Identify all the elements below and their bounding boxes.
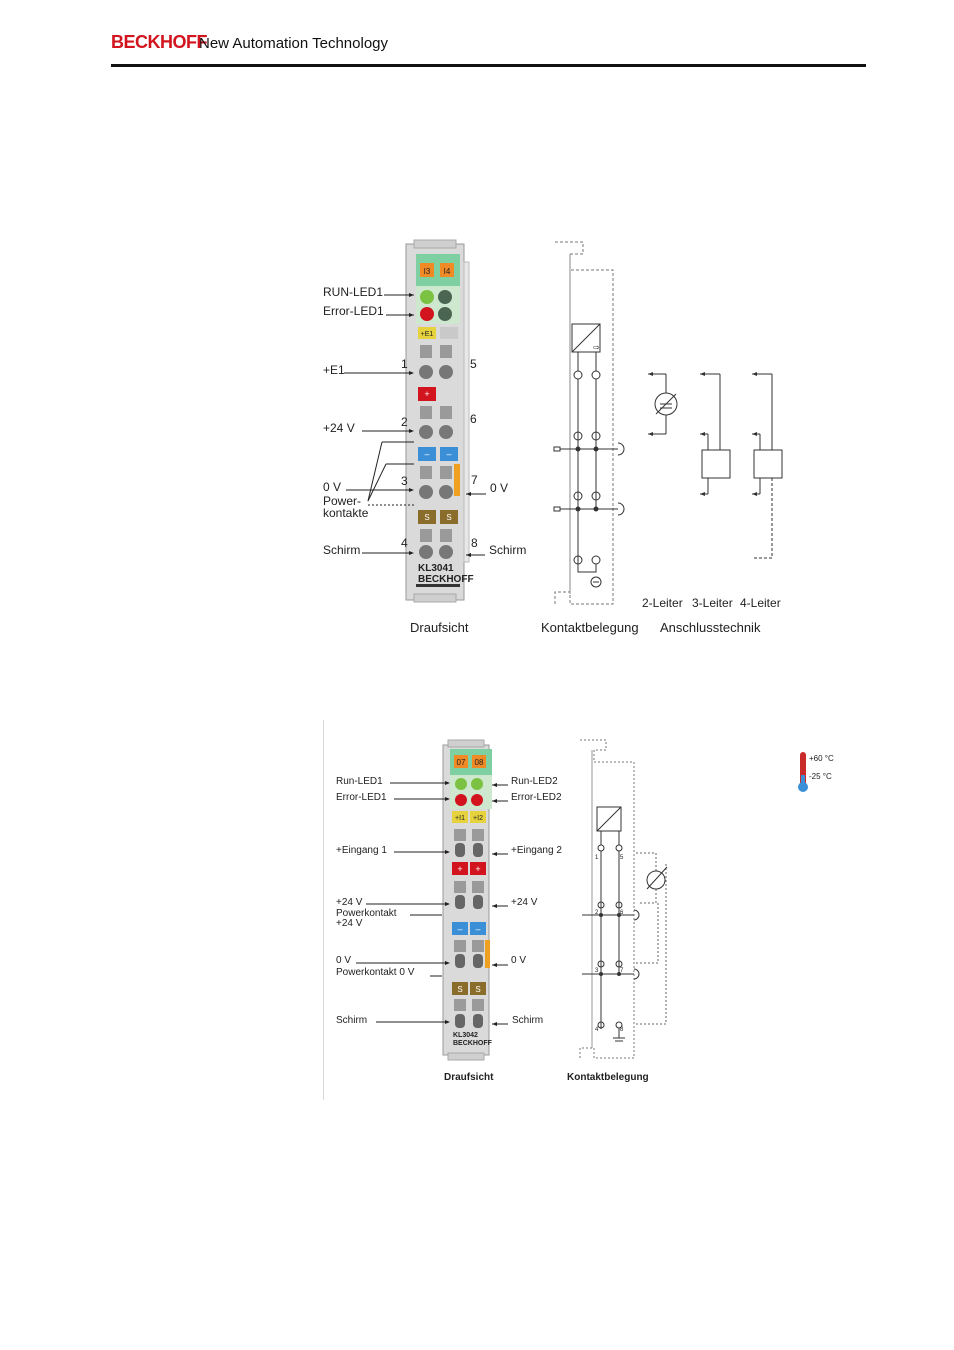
label-error-led2: Error-LED2 [511,792,562,803]
tab-i3: I3 [424,267,431,276]
label-0v-left: 0 V [336,955,351,966]
terminal-kl3042: 07 08 +I1 +I2 + + – – S S KL3042 BECKHOF… [442,739,493,1061]
pin2-7: 7 [620,968,624,974]
label-run-led2: Run-LED2 [511,776,558,787]
tab-e1: +E1 [421,331,434,338]
pin2-3: 3 [595,968,599,974]
pin2-6: 6 [620,910,624,916]
tab-08: 08 [475,758,484,767]
tab-shield-2: S [446,513,451,522]
label-0v-right-2: 0 V [511,955,526,966]
temp-max: +60 °C [809,754,834,763]
pin-4: 4 [401,536,408,550]
label-2-leiter: 2-Leiter [642,596,683,610]
caption-kontaktbelegung-2: Kontaktbelegung [567,1072,649,1083]
label-24v: +24 V [323,421,355,435]
label-e1: +E1 [323,363,345,377]
caption-kontaktbelegung-1: Kontaktbelegung [541,620,639,635]
run-led-1 [420,290,434,304]
error-led1 [455,794,467,806]
error-led2 [471,794,483,806]
label-24v-right: +24 V [511,897,538,908]
pin-1: 1 [401,357,408,371]
pin2-2: 2 [595,910,599,916]
label-0v: 0 V [323,480,341,494]
pin-5: 5 [470,357,477,371]
run-led2 [471,778,483,790]
label-error-led1: Error-LED1 [336,792,387,803]
caption-anschlusstechnik: Anschlusstechnik [660,620,761,635]
tab-shield-1: S [424,513,429,522]
label-error-led: Error-LED1 [323,304,384,318]
pin-2: 2 [401,415,408,429]
pin-7: 7 [471,473,478,487]
label-power: Power- [323,494,361,508]
figure-kl3041: I3 I4 +E1 + – – S S [323,239,783,635]
tab-minus-b: – [475,924,480,934]
pin2-1: 1 [595,855,599,861]
label-schirm-left: Schirm [323,543,360,557]
label-run-led: RUN-LED1 [323,285,383,299]
tab-minus-2: – [446,449,451,459]
run-led-2 [438,290,452,304]
label-kontakte: kontakte [323,506,369,520]
label-powerkontakt-24b: +24 V [336,918,363,929]
tab-plus-1: + [457,864,462,874]
tab-07: 07 [457,758,466,767]
pin-3: 3 [401,474,408,488]
label-eingang1: +Eingang 1 [336,845,387,856]
figure-separator [323,720,324,1100]
brand-tagline: New Automation Technology [199,35,389,52]
figure-kl3042: 07 08 +I1 +I2 + + – – S S KL3042 BECKHOF… [336,739,834,1083]
caption-draufsicht-2: Draufsicht [444,1072,494,1083]
tab-i1: +I1 [455,815,465,822]
temperature-icon [798,752,808,792]
connection-technique [648,372,783,559]
run-led1 [455,778,467,790]
terminal-brand: BECKHOFF [418,574,474,585]
brand-logo: BECKHOFF [111,32,208,52]
pin-8: 8 [471,536,478,550]
label-schirm-right-2: Schirm [512,1015,543,1026]
contact-schematic-2: 1 5 2 6 3 7 4 8 [579,739,668,1059]
label-schirm-right: Schirm [489,543,526,557]
pin2-8: 8 [620,1027,624,1033]
pin2-5: 5 [620,855,624,861]
label-4-leiter: 4-Leiter [740,596,781,610]
error-led-1 [420,307,434,321]
terminal-name: KL3041 [418,563,454,574]
pin-6: 6 [470,412,477,426]
tab-i4: I4 [444,267,451,276]
page-header: BECKHOFF New Automation Technology [111,30,866,67]
label-0v-right: 0 V [490,481,508,495]
terminal-kl3041: I3 I4 +E1 + – – S S [405,239,474,603]
temp-min: -25 °C [809,772,832,781]
error-led-2 [438,307,452,321]
tab-s-1: S [457,985,462,994]
terminal2-brand: BECKHOFF [453,1040,493,1047]
label-powerkontakt-24: Powerkontakt [336,908,397,919]
pin2-4: 4 [595,1027,599,1033]
tab-s-2: S [475,985,480,994]
label-powerkontakt-0v: Powerkontakt 0 V [336,967,415,978]
terminal2-name: KL3042 [453,1032,478,1039]
svg-text:⇨: ⇨ [593,343,600,352]
tab-minus-1: – [424,449,429,459]
tab-plus: + [424,389,429,399]
label-schirm-left-2: Schirm [336,1015,367,1026]
label-3-leiter: 3-Leiter [692,596,733,610]
label-run-led1: Run-LED1 [336,776,383,787]
tab-plus-2: + [475,864,480,874]
tab-minus-a: – [457,924,462,934]
caption-draufsicht-1: Draufsicht [410,620,469,635]
label-24v-left: +24 V [336,897,363,908]
contact-schematic: ⇨ [553,241,625,605]
label-eingang2: +Eingang 2 [511,845,562,856]
tab-i2: +I2 [473,815,483,822]
